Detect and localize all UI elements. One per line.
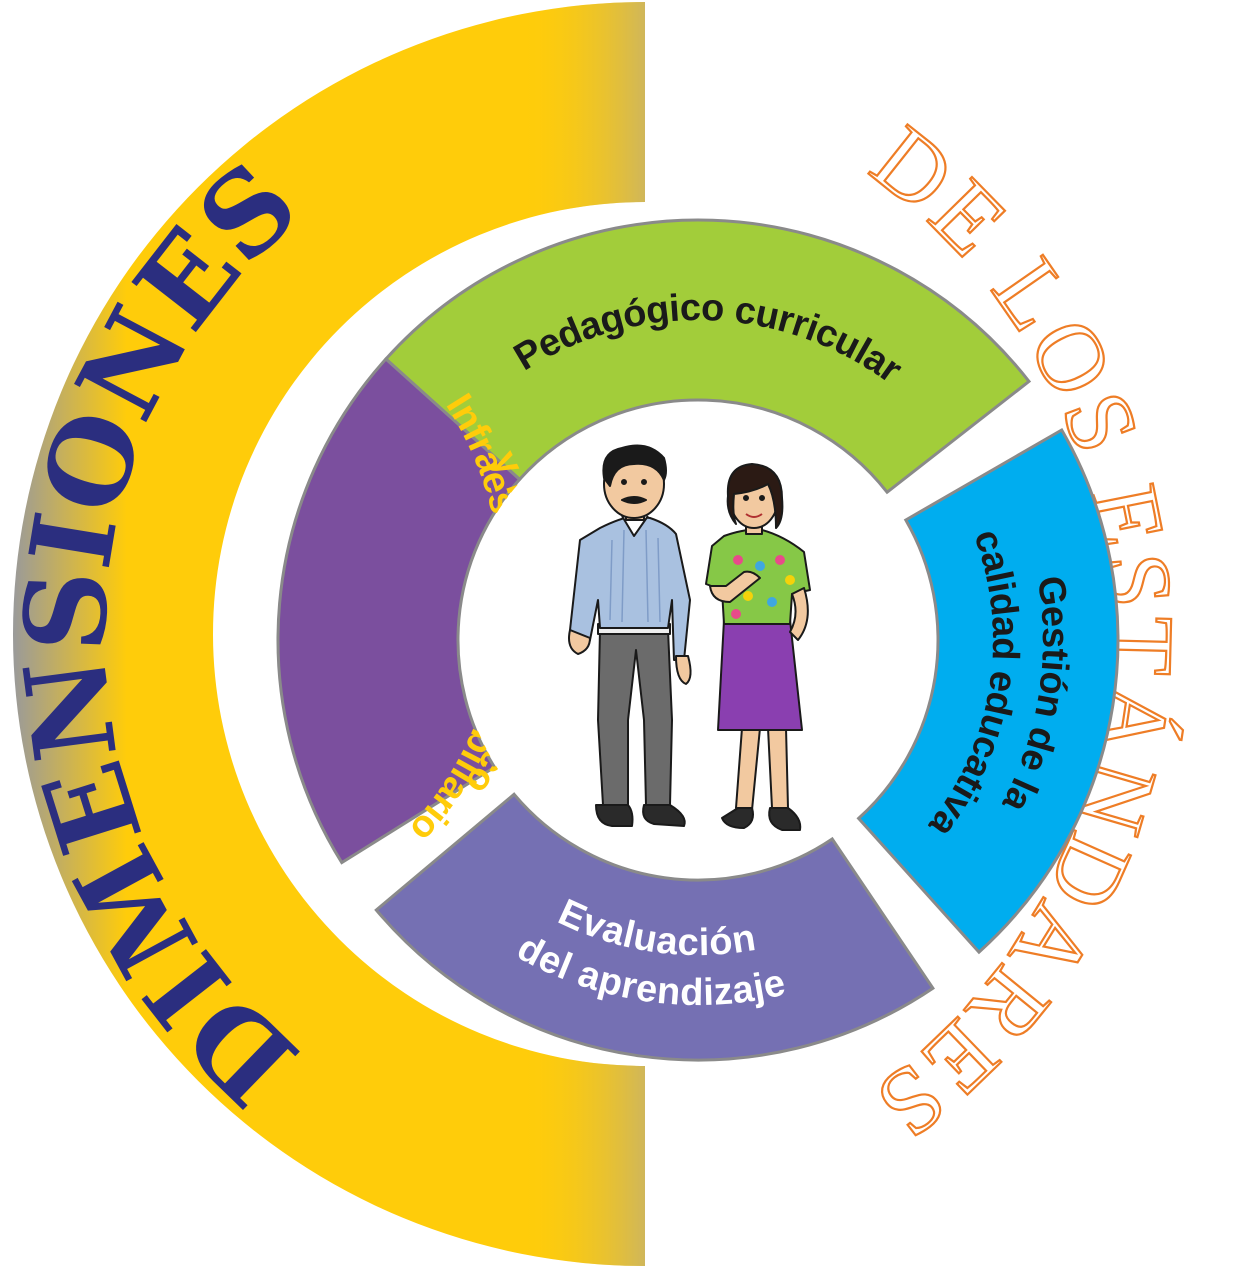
segment-right [856,427,1120,955]
center-circle [460,402,936,878]
segment-top [383,218,1032,495]
segment-bottom [374,792,935,1062]
woman-figure [705,463,811,831]
man-figure [568,444,692,827]
segment-left [276,356,522,865]
yellow-band [13,2,645,1266]
teachers-illustration [568,444,811,831]
